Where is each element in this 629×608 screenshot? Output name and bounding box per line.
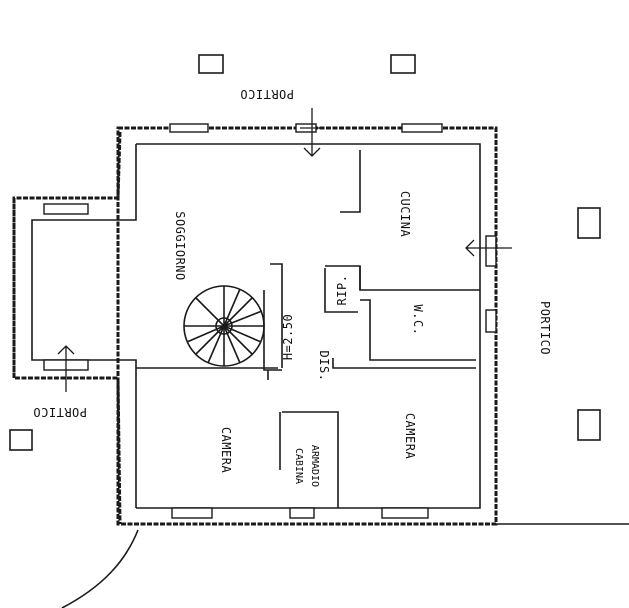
label-camera-left: CAMERA: [219, 427, 233, 474]
windows: [43, 123, 497, 519]
label-dis: DIS.: [317, 351, 331, 382]
label-h: H=2.50: [281, 314, 295, 360]
label-armadio: ARMADIO: [309, 445, 320, 487]
entrance-arrows: [57, 108, 512, 392]
interior-walls: [136, 150, 480, 508]
label-cabina: CABINA: [293, 448, 304, 484]
spiral-staircase: [183, 285, 282, 371]
label-rip: RIP.: [335, 275, 349, 306]
garden-path: [61, 529, 139, 608]
label-portico-left: PORTICO: [33, 405, 87, 419]
label-wc: W.C.: [411, 305, 425, 336]
label-portico-right: PORTICO: [538, 301, 552, 355]
label-soggiorno: SOGGIORNO: [173, 211, 187, 281]
room-labels: PORTICO PORTICO PORTICO SOGGIORNO CUCINA…: [33, 87, 552, 487]
label-cucina: CUCINA: [398, 191, 412, 238]
pillars: [9, 54, 601, 451]
label-portico-top: PORTICO: [240, 87, 294, 101]
label-camera-right: CAMERA: [403, 413, 417, 460]
